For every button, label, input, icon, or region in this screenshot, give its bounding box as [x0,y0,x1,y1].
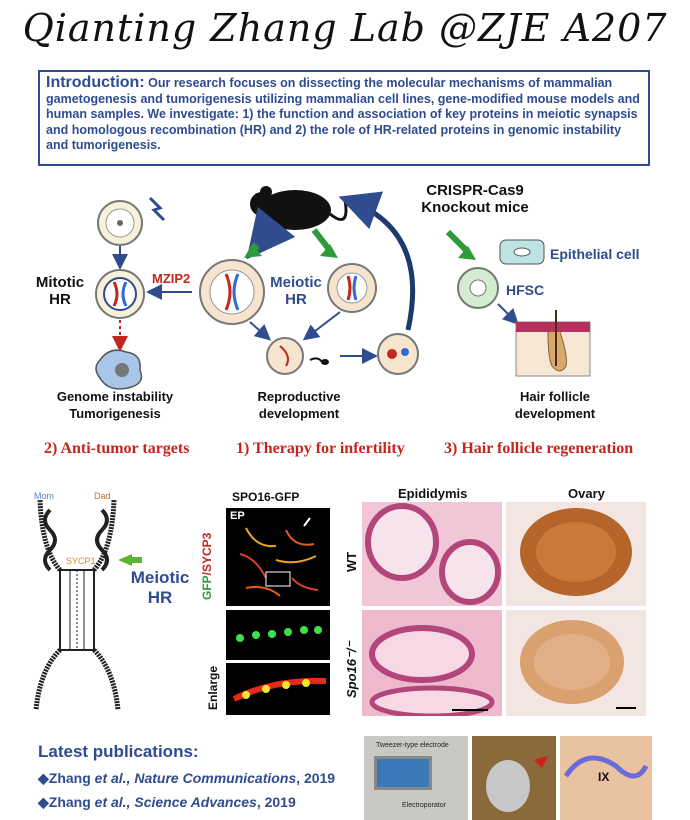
meiotic-cell [199,259,265,325]
spo16-gfp-label: SPO16-GFP [232,490,300,504]
epithelial-label: Epithelial cell [550,246,640,262]
hair-follicle-label: Hair follicle development [514,389,596,421]
intro-body: Our research focuses on dissecting the m… [46,76,640,153]
ko-ovary-image [506,610,646,716]
introduction-box: Introduction: Our research focuses on di… [38,70,650,166]
enlarge-merge-panel [226,663,330,715]
electroporator-photo: Tweezer-type electrode Electroporator [364,736,468,820]
hair-follicle-icon [515,310,591,377]
epididymis-label: Epididymis [398,486,468,501]
goal-infertility: 1) Therapy for infertility [236,440,405,457]
crispr-label: CRISPR-Cas9 Knockout mice [421,182,529,216]
enlarge-label: Enlarge [206,665,220,710]
spo16-main-panel: EP [226,508,330,606]
mzip2-label: MZIP2 [152,271,191,286]
ep-label: EP [230,510,245,522]
goal-hair: 3) Hair follicle regeneration [444,440,634,457]
goal-anti-tumor: 2) Anti-tumor targets [44,440,190,457]
intro-heading: Introduction: [46,74,145,91]
lightning-icon [148,196,166,222]
research-diagram [95,186,591,390]
zygote [377,333,419,375]
mouse-icon [250,186,348,230]
epithelial-cell-icon [499,239,545,265]
publications-heading: Latest publications: [38,742,199,761]
figure-meiotic-hr: Meiotic HR [130,568,190,607]
reproductive-label: Reproductive development [257,389,341,421]
mitotic-cell [95,269,145,319]
wt-epididymis-image [362,502,502,606]
egg-sperm [266,337,329,375]
mouse-skin-photo [472,736,556,820]
synaptonemal-complex [33,499,142,711]
wt-label: WT [344,551,359,572]
enlarge-green-panel [226,610,330,660]
tissue-ix-photo: IX [560,736,652,820]
page-title: Qianting Zhang Lab @ZJE A207 [22,6,668,50]
publication-item[interactable]: ◆Zhang et al., Science Advances, 2019 [38,794,296,810]
sycp1-label: SYCP1 [66,556,96,566]
genome-instability-label: Genome instability Tumorigenesis [56,389,174,421]
irradiated-cell [97,200,143,246]
ovary-label: Ovary [568,486,605,501]
mom-label: Mom [34,491,54,501]
dad-label: Dad [94,491,111,501]
hfsc-cell [457,267,499,309]
ko-epididymis-image [362,610,502,719]
publication-item[interactable]: ◆Zhang et al., Nature Communications, 20… [38,770,336,786]
hfsc-label: HFSC [506,282,545,298]
meiotic-hr-label: Meiotic HR [270,274,322,308]
spo16-ko-label: Spo16⁻/⁻ [344,641,359,698]
wt-ovary-image [506,502,646,606]
meiotic-cell-2 [327,263,377,313]
gfp-sycp3-label: GFP/SYCP3 [200,532,214,600]
mitotic-hr-label: Mitotic HR [35,274,85,308]
